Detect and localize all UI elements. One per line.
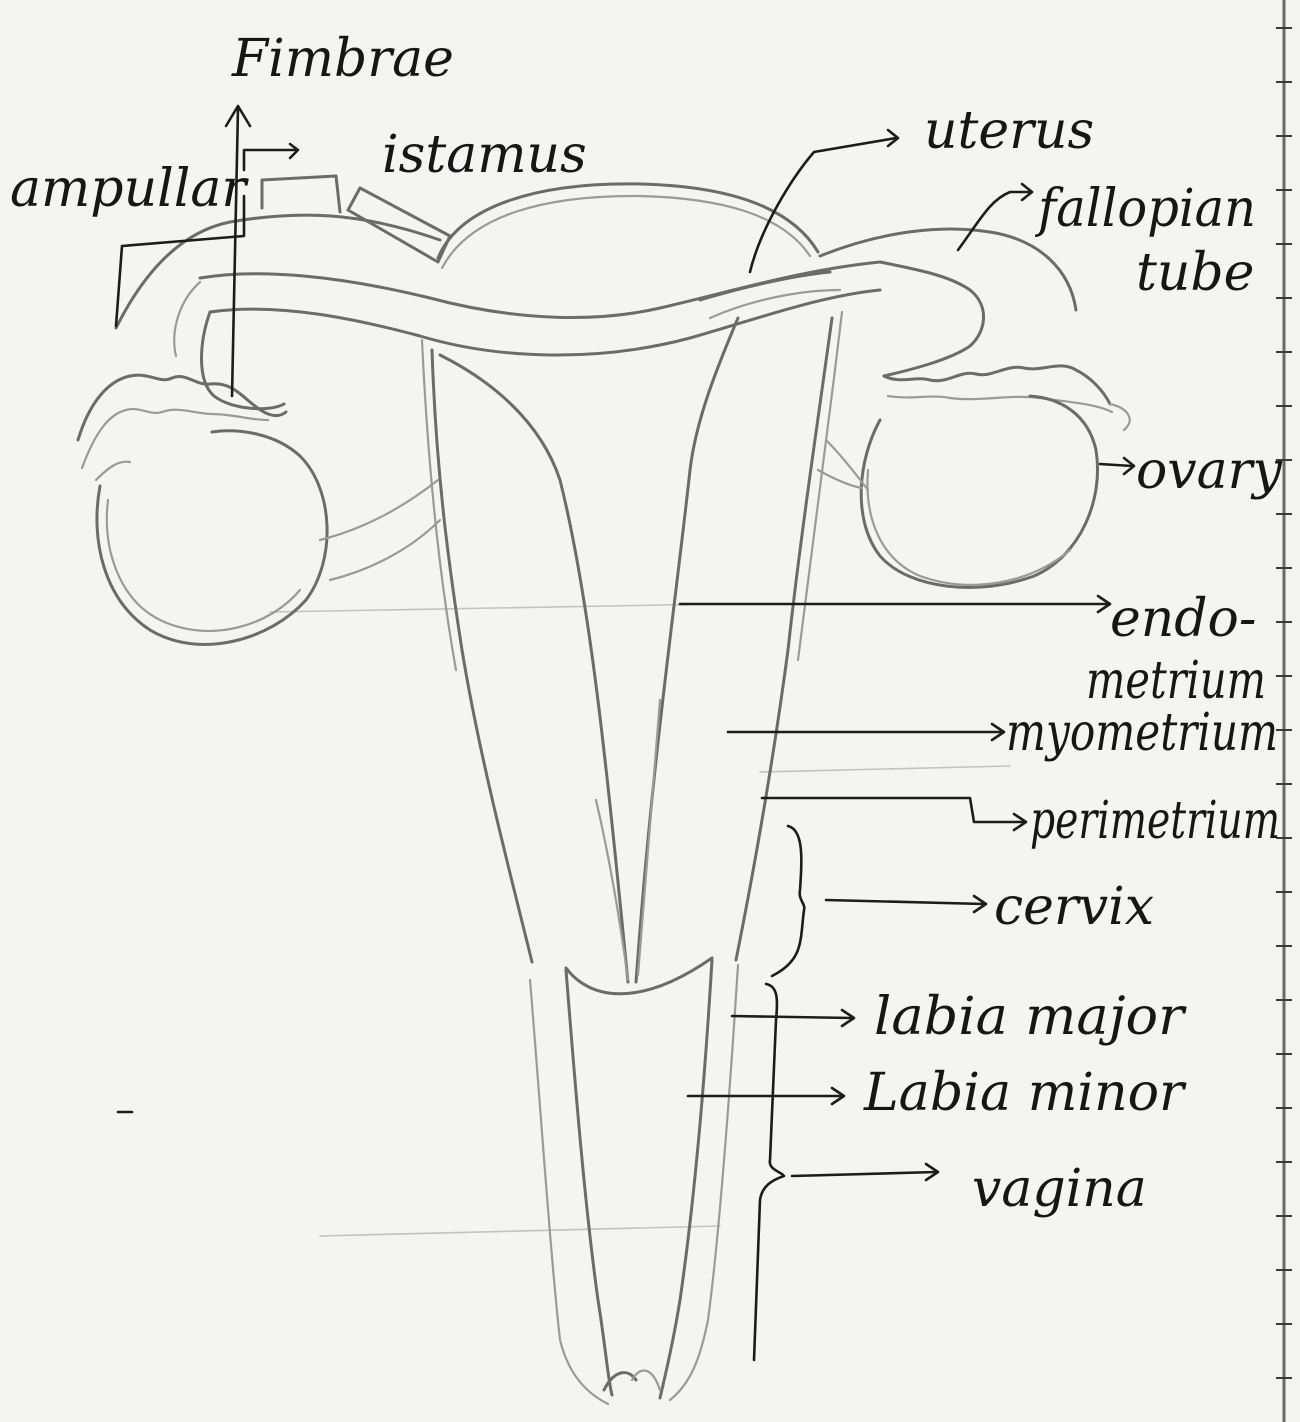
- right-ovary: [818, 396, 1098, 587]
- notebook-margin: [1276, 0, 1292, 1422]
- label-vagina: vagina: [972, 1159, 1147, 1219]
- label-endometrium-2: metrium: [1086, 651, 1266, 711]
- label-fallopian: fallopian: [1034, 179, 1256, 239]
- fimbrae-leader: [232, 108, 238, 396]
- label-myometrium: myometrium: [1006, 703, 1278, 763]
- vagina-brace: [754, 984, 784, 1360]
- label-endometrium-1: endo-: [1110, 589, 1256, 649]
- label-isthmus: istamus: [382, 125, 587, 185]
- label-labia-minor: Labia minor: [863, 1063, 1187, 1123]
- label-labia-major: labia major: [874, 987, 1187, 1047]
- label-fimbrae: Fimbrae: [231, 29, 454, 89]
- left-fimbriae: [78, 375, 286, 480]
- perimetrium-leader: [762, 798, 1024, 822]
- cervix-brace: [772, 826, 804, 976]
- labia-major-leader: [732, 1016, 852, 1018]
- ovary-leader: [1100, 464, 1132, 466]
- label-tube: tube: [1136, 243, 1254, 303]
- label-perimetrium: perimetrium: [1030, 791, 1280, 851]
- label-ovary: ovary: [1136, 441, 1283, 501]
- label-uterus: uterus: [924, 101, 1094, 161]
- vagina-leader: [792, 1172, 936, 1176]
- label-ampulla: ampullar: [10, 159, 249, 219]
- left-ovary: [97, 431, 440, 645]
- cervix-leader: [826, 900, 984, 904]
- uterus-leader: [750, 138, 896, 272]
- right-fimbriae: [884, 366, 1130, 430]
- vagina-canal: [530, 958, 738, 1404]
- labels: Fimbrae ampullar istamus uterus fallopia…: [10, 29, 1283, 1219]
- uterus-outline: [200, 184, 880, 982]
- label-cervix: cervix: [994, 877, 1154, 937]
